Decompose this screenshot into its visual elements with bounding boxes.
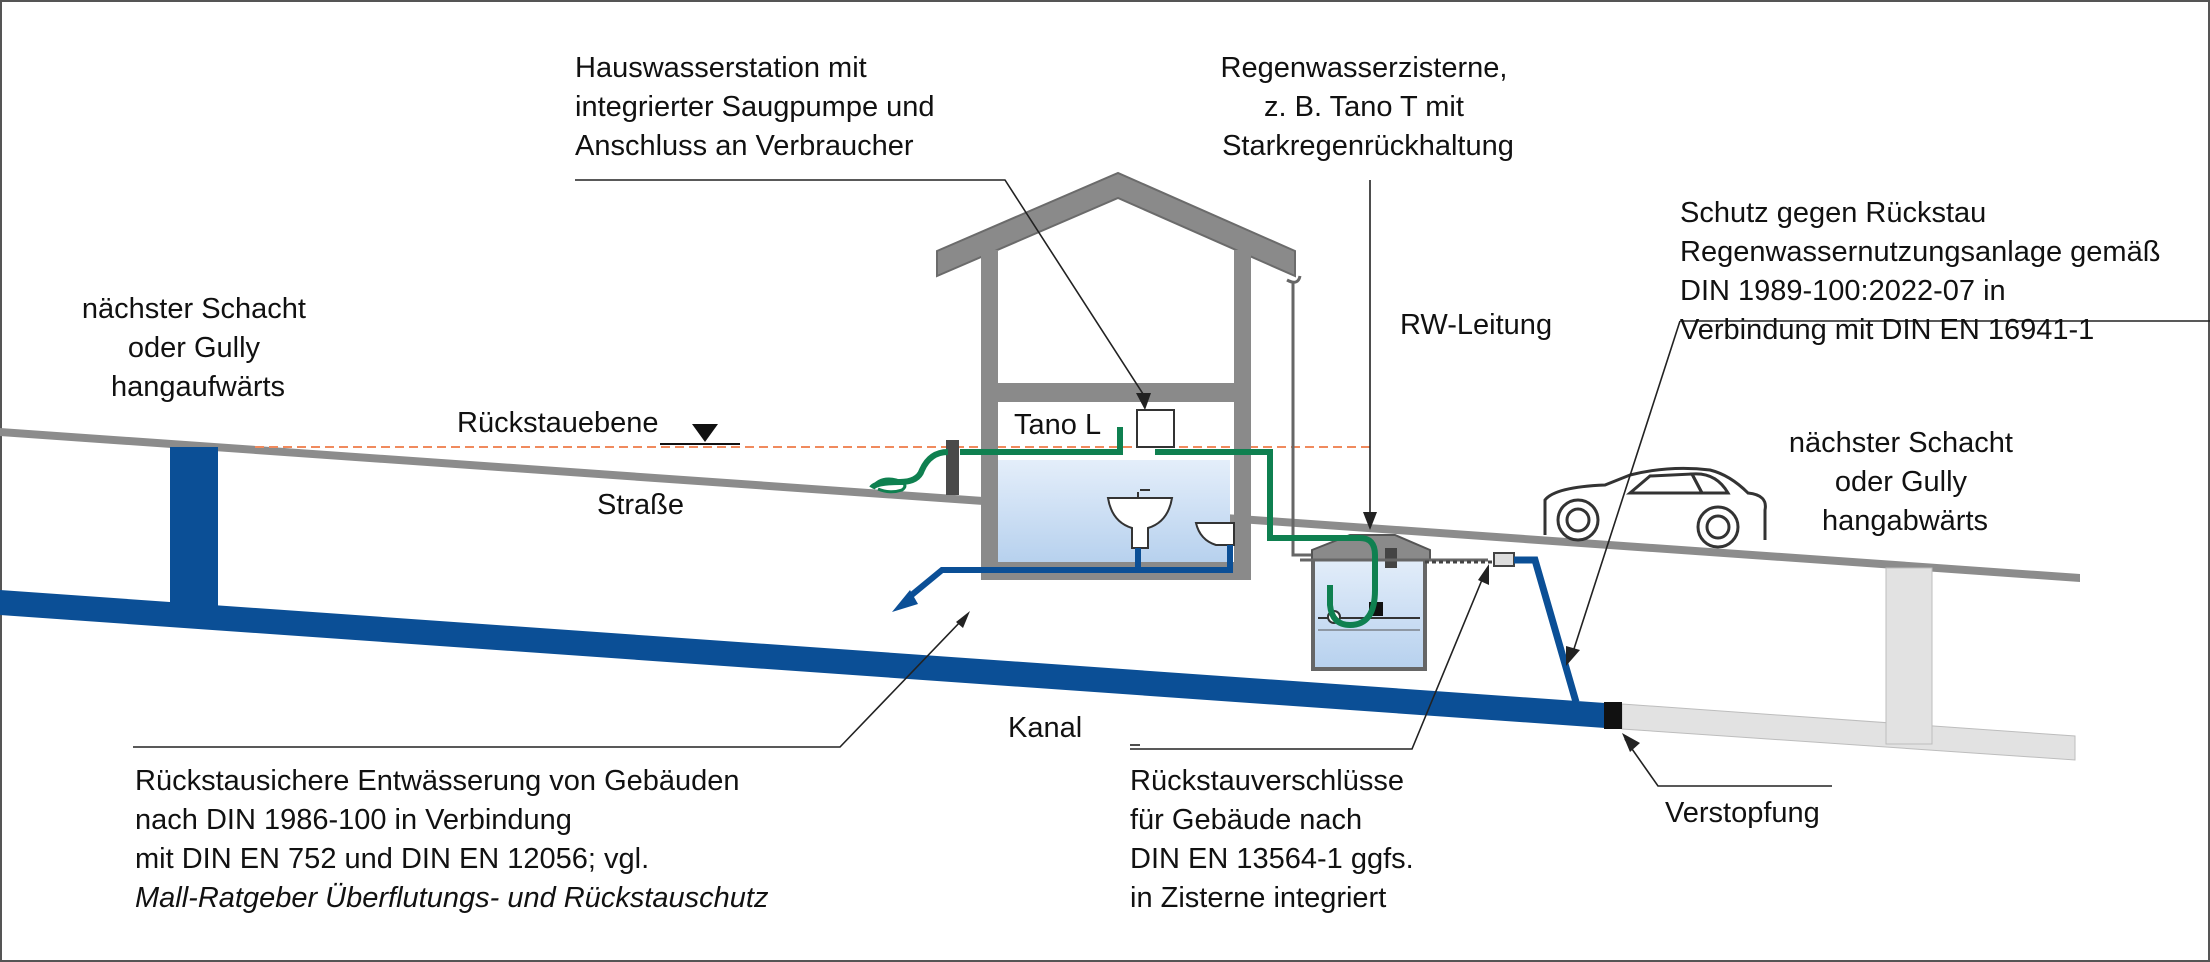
label-rueckstauverschluesse: Rückstauverschlüsse für Gebäude nach DIN… — [1130, 765, 1422, 914]
label-hauswasserstation-line1: Hauswasserstation mit — [575, 52, 867, 84]
label-entwaesserung-ref: Mall-Ratgeber Überflutungs- und Rückstau… — [135, 882, 769, 914]
house-wall-left — [981, 250, 998, 580]
label-rueckstauverschluesse-line4: in Zisterne integriert — [1130, 882, 1386, 914]
label-schacht-hangaufwaerts: nächster Schacht oder Gully hangaufwärts — [82, 293, 314, 403]
drain-arrow-icon — [892, 590, 918, 612]
kanal-pipe-downstream — [1621, 703, 2076, 761]
label-zisterne-line3: Starkregenrückhaltung — [1222, 130, 1514, 162]
label-schutz-line4: Verbindung mit DIN EN 16941-1 — [1680, 314, 2094, 346]
outdoor-tap-post — [946, 440, 959, 495]
hose-coil-icon — [870, 477, 907, 494]
label-strasse: Straße — [597, 489, 684, 521]
label-schacht-ab-line3: hangabwärts — [1822, 505, 1988, 537]
label-verstopfung: Verstopfung — [1665, 797, 1820, 829]
label-entwaesserung-line3: mit DIN EN 752 und DIN EN 12056; vgl. — [135, 843, 649, 875]
label-tano-l: Tano L — [1014, 409, 1101, 441]
overflow-pipe — [1425, 552, 1580, 703]
car-icon — [1543, 466, 1767, 549]
leader-arrowheads — [956, 393, 1640, 752]
cistern-inlet-filter — [1385, 548, 1397, 568]
label-rueckstauverschluesse-line2: für Gebäude nach — [1130, 804, 1362, 836]
label-hauswasserstation-line3: Anschluss an Verbraucher — [575, 130, 914, 162]
label-hauswasserstation-line2: integrierter Saugpumpe und — [575, 91, 935, 123]
label-kanal: Kanal — [1008, 712, 1082, 744]
verstopfung-block — [1604, 702, 1622, 729]
tano-l-box — [1136, 409, 1175, 448]
schacht-hangabwaerts — [1885, 567, 1933, 745]
label-schacht-auf-line3: hangaufwärts — [111, 371, 285, 403]
label-entwaesserung-line2: nach DIN 1986-100 in Verbindung — [135, 804, 572, 836]
label-rw-leitung: RW-Leitung — [1400, 309, 1552, 341]
kanal-pipe — [0, 590, 1605, 728]
rueckstauebene-triangle-icon — [692, 424, 718, 442]
label-zisterne-line1: Regenwasserzisterne, — [1221, 52, 1508, 84]
label-zisterne: Regenwasserzisterne, z. B. Tano T mit St… — [1221, 52, 1516, 162]
label-schacht-hangabwaerts: nächster Schacht oder Gully hangabwärts — [1789, 427, 2021, 537]
label-hauswasserstation: Hauswasserstation mit integrierter Saugp… — [575, 52, 943, 162]
label-zisterne-line2: z. B. Tano T mit — [1264, 91, 1464, 123]
label-rueckstauverschluesse-line3: DIN EN 13564-1 ggfs. — [1130, 843, 1414, 875]
label-entwaesserung-line1: Rückstausichere Entwässerung von Gebäude… — [135, 765, 740, 797]
washbasin-icon — [1106, 489, 1174, 549]
label-schutz-line1: Schutz gegen Rückstau — [1680, 197, 1986, 229]
schacht-hangaufwaerts — [170, 447, 218, 609]
label-rueckstauebene: Rückstauebene — [457, 407, 659, 439]
label-schutz-line2: Regenwassernutzungsanlage gemäß — [1680, 236, 2160, 268]
label-schacht-auf-line2: oder Gully — [128, 332, 261, 364]
drain-pipes — [906, 545, 1233, 601]
water-pipe — [869, 427, 1378, 629]
house-wall-right — [1234, 250, 1251, 580]
label-schutz-line3: DIN 1989-100:2022-07 in — [1680, 275, 2006, 307]
house-floor — [981, 383, 1251, 402]
label-rueckstauverschluesse-line1: Rückstauverschlüsse — [1130, 765, 1404, 797]
downpipe — [1286, 275, 1320, 557]
label-schacht-ab-line2: oder Gully — [1835, 466, 1968, 498]
label-schutz: Schutz gegen Rückstau Regenwassernutzung… — [1680, 197, 2168, 346]
house-roof — [936, 171, 1296, 278]
label-schacht-ab-line1: nächster Schacht — [1789, 427, 2013, 459]
label-entwaesserung: Rückstausichere Entwässerung von Gebäude… — [135, 765, 769, 914]
house — [936, 171, 1296, 580]
label-schacht-auf-line1: nächster Schacht — [82, 293, 306, 325]
leader-lines — [133, 179, 2210, 787]
